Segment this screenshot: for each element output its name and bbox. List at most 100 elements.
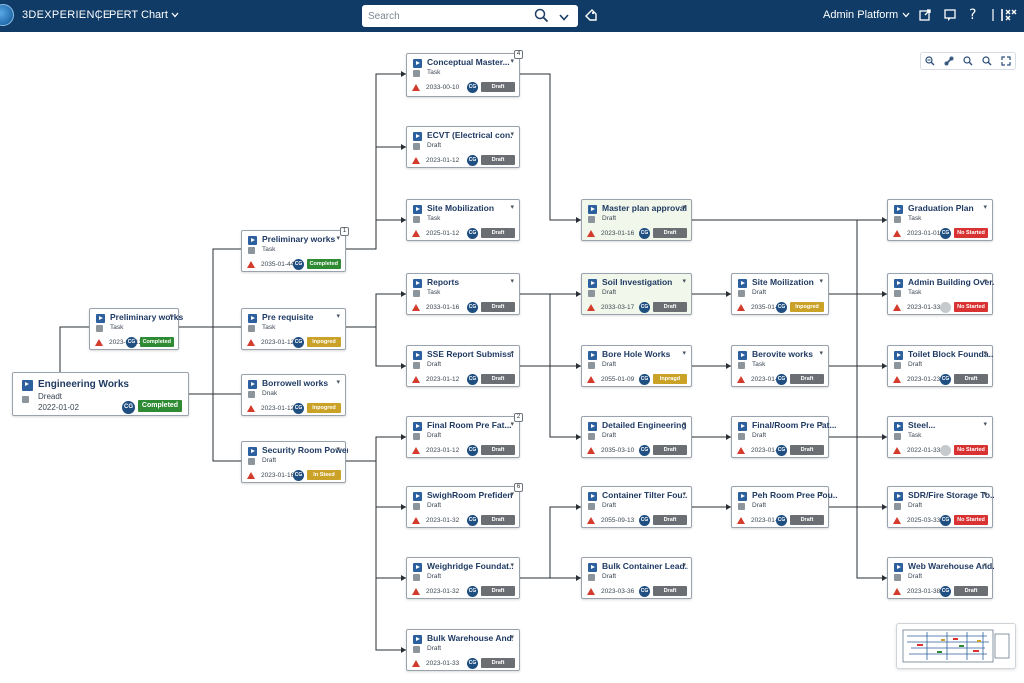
task-node[interactable]: Web Warehouse And... ▾ Draft 2023-01-38 … [887, 557, 994, 599]
assignee-avatar[interactable]: CG [639, 586, 650, 597]
zoom-in-icon[interactable] [925, 56, 935, 66]
node-menu-chevron-icon[interactable]: ▾ [510, 58, 514, 65]
assignee-avatar[interactable]: CG [639, 228, 650, 239]
task-node[interactable]: Site Moilization ▾ Draft 2035-01-01 CG I… [731, 273, 829, 315]
node-menu-chevron-icon[interactable]: ▾ [336, 379, 340, 386]
task-node[interactable]: Reports ▾ Task 2033-01-16 CG Draft [406, 273, 520, 315]
share-icon[interactable] [918, 8, 932, 27]
task-node[interactable]: Weighridge Foundat... ▾ Draft 2023-01-32… [406, 557, 520, 599]
node-menu-chevron-icon[interactable]: ▾ [510, 421, 514, 428]
task-node[interactable]: Site Mobilization ▾ Task 2025-01-12 CG D… [406, 199, 520, 241]
node-menu-chevron-icon[interactable]: ▾ [169, 313, 173, 320]
task-node[interactable]: SDR/Fire Storage To... ▾ Draft 2025-03-3… [887, 486, 994, 528]
help-icon[interactable]: ? [968, 6, 980, 27]
task-node[interactable]: Master plan approval ▾ Draft 2023-01-16 … [581, 199, 692, 241]
task-node[interactable]: Berovite works ▾ Task 2023-01-18 CG Draf… [731, 345, 829, 387]
node-menu-chevron-icon[interactable]: ▾ [682, 350, 686, 357]
node-menu-chevron-icon[interactable]: ▾ [510, 562, 514, 569]
node-menu-chevron-icon[interactable]: ▾ [682, 421, 686, 428]
child-count-badge[interactable]: 4 [514, 50, 523, 59]
search-scope-chevron-icon[interactable] [558, 10, 570, 28]
assignee-avatar[interactable] [940, 302, 951, 313]
tag-icon[interactable] [584, 8, 598, 27]
assignee-avatar[interactable]: CG [940, 228, 951, 239]
task-node[interactable]: Conceptual Master... ▾ Task 2033-00-10 C… [406, 50, 523, 97]
node-menu-chevron-icon[interactable]: ▾ [682, 204, 686, 211]
assignee-avatar[interactable] [940, 445, 951, 456]
node-menu-chevron-icon[interactable]: ▾ [510, 350, 514, 357]
link-icon[interactable] [944, 56, 954, 66]
task-node[interactable]: Peh Room Pree Fou... ▾ Draft 2023-01-33 … [731, 486, 838, 528]
assignee-avatar[interactable]: CG [776, 445, 787, 456]
assignee-avatar[interactable]: CG [122, 401, 135, 414]
node-menu-chevron-icon[interactable]: ▾ [819, 491, 823, 498]
child-count-badge[interactable]: 2 [514, 413, 523, 422]
assignee-avatar[interactable]: CG [639, 302, 650, 313]
assignee-avatar[interactable]: CG [467, 658, 478, 669]
assignee-avatar[interactable]: CG [776, 515, 787, 526]
task-node[interactable]: Preliminary works ▾ Task 2023-01-12 CG C… [89, 308, 183, 350]
assignee-avatar[interactable]: CG [293, 403, 304, 414]
minimap[interactable] [896, 623, 1016, 669]
assignee-avatar[interactable]: CG [293, 259, 304, 270]
node-menu-chevron-icon[interactable]: ▾ [983, 491, 987, 498]
task-node[interactable]: Engineering Works Dreadt 2022-01-02 CG C… [12, 372, 189, 416]
search-node-icon[interactable] [963, 56, 973, 66]
task-node[interactable]: Detailed Engineering ▾ Draft 2035-03-10 … [581, 416, 692, 458]
assignee-avatar[interactable]: CG [467, 374, 478, 385]
task-node[interactable]: Security Room Power... ▾ Draft 2023-01-1… [241, 441, 348, 483]
node-menu-chevron-icon[interactable]: ▾ [819, 421, 823, 428]
assignee-avatar[interactable]: CG [467, 155, 478, 166]
assignee-avatar[interactable]: CG [126, 337, 137, 348]
node-menu-chevron-icon[interactable]: ▾ [819, 350, 823, 357]
task-node[interactable]: Graduation Plan ▾ Task 2023-01-01 CG No … [887, 199, 993, 241]
fit-screen-icon[interactable] [1000, 56, 1011, 66]
node-menu-chevron-icon[interactable]: ▾ [983, 421, 987, 428]
task-node[interactable]: Admin Building Over... ▾ Task 2023-01-33… [887, 273, 994, 315]
task-node[interactable]: Bulk Container Lead... ▾ Draft 2023-03-3… [581, 557, 692, 599]
assignee-avatar[interactable]: CG [940, 515, 951, 526]
task-node[interactable]: Pre requisite ▾ Task 2023-01-12 CG Inpog… [241, 308, 346, 350]
assignee-avatar[interactable]: CG [776, 302, 787, 313]
task-node[interactable]: Final/Room Pre Fat... ▾ Draft 2023-01-14… [731, 416, 837, 458]
child-count-badge[interactable]: 6 [514, 483, 523, 492]
assignee-avatar[interactable]: CG [639, 445, 650, 456]
node-menu-chevron-icon[interactable]: ▾ [510, 131, 514, 138]
node-menu-chevron-icon[interactable]: ▾ [682, 491, 686, 498]
task-node[interactable]: Steel... ▾ Task 2022-01-33 No Started [887, 416, 993, 458]
assignee-avatar[interactable]: CG [639, 374, 650, 385]
task-node[interactable]: SwighRoom Prefiden... ▾ Draft 2023-01-32… [406, 483, 523, 528]
assignee-avatar[interactable]: CG [940, 586, 951, 597]
assignee-avatar[interactable]: CG [293, 337, 304, 348]
task-node[interactable]: Bulk Warehouse And... ▾ Draft 2023-01-33… [406, 629, 520, 671]
task-node[interactable]: Borrowell works ▾ Dnak 2023-01-12 CG Inp… [241, 374, 346, 416]
platform-selector[interactable]: Admin Platform [823, 9, 910, 21]
assignee-avatar[interactable]: CG [776, 374, 787, 385]
node-menu-chevron-icon[interactable]: ▾ [682, 278, 686, 285]
assignee-avatar[interactable]: CG [467, 586, 478, 597]
assignee-avatar[interactable]: CG [467, 228, 478, 239]
child-count-badge[interactable]: 1 [340, 227, 349, 236]
node-menu-chevron-icon[interactable]: ▾ [682, 562, 686, 569]
node-menu-chevron-icon[interactable]: ▾ [336, 235, 340, 242]
assignee-avatar[interactable]: CG [467, 302, 478, 313]
assignee-avatar[interactable]: CG [467, 515, 478, 526]
assignee-avatar[interactable]: CG [467, 82, 478, 93]
assignee-avatar[interactable]: CG [293, 470, 304, 481]
assignee-avatar[interactable]: CG [639, 515, 650, 526]
task-node[interactable]: Container Tilter Fou... ▾ Draft 2055-09-… [581, 486, 692, 528]
zoom-out-icon[interactable] [982, 56, 992, 66]
notifications-icon[interactable] [943, 8, 957, 27]
task-node[interactable]: Preliminary works ▾ Task 2035-01-44 CG C… [241, 227, 349, 272]
task-node[interactable]: Toilet Block Founda... ▾ Draft 2023-01-2… [887, 345, 994, 387]
node-menu-chevron-icon[interactable]: ▾ [510, 278, 514, 285]
task-node[interactable]: Soil Investigation ▾ Draft 2033-03-17 CG… [581, 273, 692, 315]
node-menu-chevron-icon[interactable]: ▾ [336, 313, 340, 320]
task-node[interactable]: Bore Hole Works ▾ Draft 2055-01-09 CG In… [581, 345, 692, 387]
app-selector[interactable]: PERT Chart [109, 9, 179, 21]
node-menu-chevron-icon[interactable]: ▾ [336, 446, 340, 453]
node-menu-chevron-icon[interactable]: ▾ [819, 278, 823, 285]
assignee-avatar[interactable]: CG [467, 445, 478, 456]
node-menu-chevron-icon[interactable]: ▾ [510, 491, 514, 498]
task-node[interactable]: SSE Report Submissi... ▾ Draft 2023-01-1… [406, 345, 520, 387]
